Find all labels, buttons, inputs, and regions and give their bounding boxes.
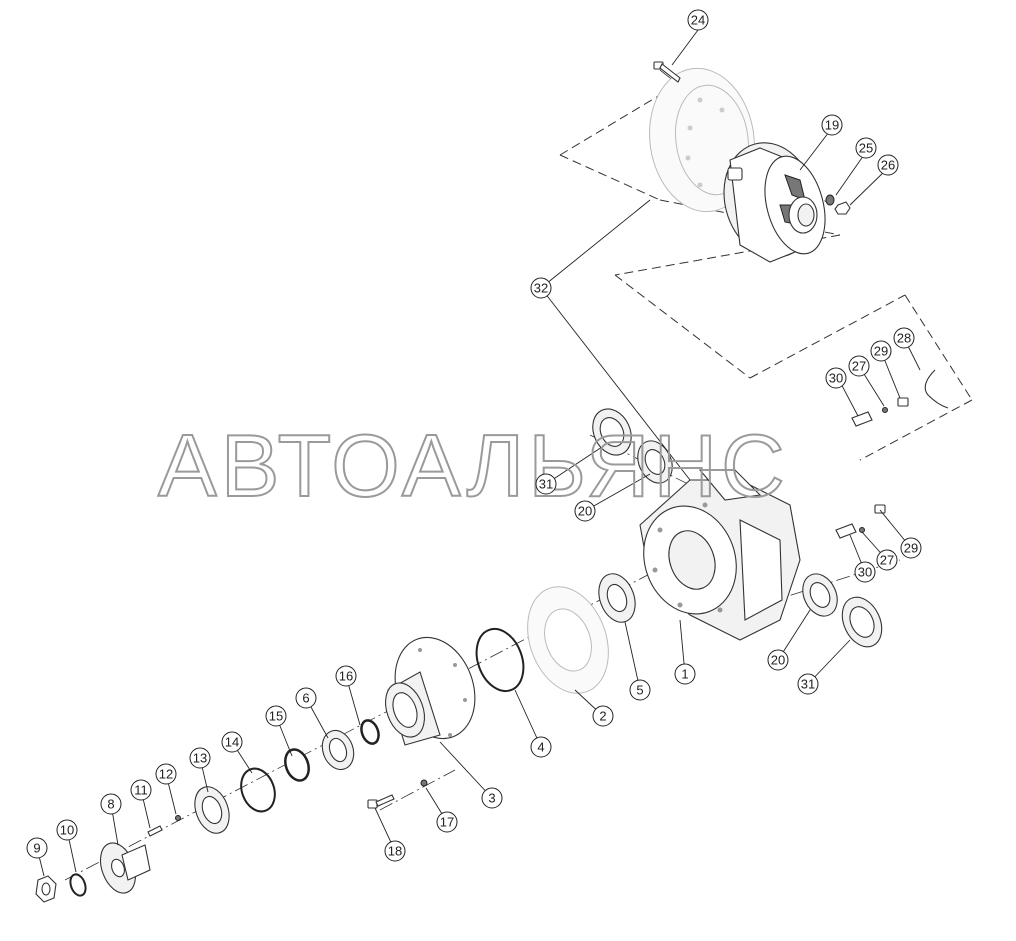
callout-9: 9 xyxy=(26,837,48,859)
callout-32-text: 32 xyxy=(534,281,548,296)
callout-27-upper-text: 27 xyxy=(852,359,866,374)
callout-29-upper-text: 29 xyxy=(874,344,888,359)
callout-5: 5 xyxy=(629,679,651,701)
washer-17 xyxy=(420,779,428,787)
bearing-20-lower xyxy=(802,573,838,617)
callout-29-lower-text: 29 xyxy=(904,541,918,556)
callout-19-text: 19 xyxy=(825,118,839,133)
callout-24-text: 24 xyxy=(691,13,705,28)
callout-17-text: 17 xyxy=(440,815,454,830)
nut-9 xyxy=(35,875,57,903)
callout-28-text: 28 xyxy=(897,331,911,346)
o-ring-10 xyxy=(69,873,87,897)
flange-8 xyxy=(99,842,151,894)
callout-13-text: 13 xyxy=(193,751,207,766)
callout-6: 6 xyxy=(295,687,317,709)
watermark-text: АВТОАЛЬЯНС xyxy=(158,416,789,515)
callout-18: 18 xyxy=(384,840,406,862)
callout-1-text: 1 xyxy=(681,667,688,682)
callout-15-text: 15 xyxy=(269,709,283,724)
callout-30-upper-text: 30 xyxy=(829,371,843,386)
callout-14: 14 xyxy=(221,731,243,753)
callout-24: 24 xyxy=(687,9,709,31)
callout-6-text: 6 xyxy=(302,691,309,706)
callout-31-upper: 31 xyxy=(535,473,557,495)
o-ring-14 xyxy=(240,767,276,813)
ring-15 xyxy=(284,748,310,782)
callout-29-lower: 29 xyxy=(900,537,922,559)
seal-16 xyxy=(360,719,380,745)
callout-15: 15 xyxy=(265,705,287,727)
callout-20-upper-text: 20 xyxy=(578,504,592,519)
callout-27-lower-text: 27 xyxy=(880,553,894,568)
final-drive-housing xyxy=(639,469,801,641)
callout-20-lower-text: 20 xyxy=(771,653,785,668)
callout-25-text: 25 xyxy=(859,141,873,156)
washer-25 xyxy=(825,194,835,206)
callout-2: 2 xyxy=(592,705,614,727)
assembly-dashed-outline xyxy=(559,94,973,461)
sensor-bracket-30-lower xyxy=(835,504,886,539)
callout-30-upper: 30 xyxy=(825,367,847,389)
callout-14-text: 14 xyxy=(225,735,239,750)
sensor-bracket-30-upper xyxy=(851,369,949,427)
callout-17: 17 xyxy=(436,811,458,833)
callout-5-text: 5 xyxy=(636,683,643,698)
callout-3: 3 xyxy=(481,787,503,809)
callout-27-lower: 27 xyxy=(876,549,898,571)
bearing-31-lower xyxy=(841,596,883,648)
callout-27-upper: 27 xyxy=(848,355,870,377)
bearing-5 xyxy=(598,573,636,623)
callout-4-text: 4 xyxy=(537,740,544,755)
callout-16: 16 xyxy=(335,665,357,687)
bolt-18 xyxy=(367,794,395,809)
callout-8: 8 xyxy=(100,793,122,815)
callout-1: 1 xyxy=(674,663,696,685)
bolt-24 xyxy=(653,61,681,83)
callout-26-text: 26 xyxy=(881,158,895,173)
washer-12 xyxy=(175,815,181,821)
callout-13: 13 xyxy=(189,747,211,769)
callout-30-lower: 30 xyxy=(854,561,876,583)
bearing-6 xyxy=(321,729,355,771)
callout-12-text: 12 xyxy=(159,767,173,782)
callout-20-lower: 20 xyxy=(767,649,789,671)
callout-9-text: 9 xyxy=(33,841,40,856)
callout-16-text: 16 xyxy=(339,669,353,684)
callout-20-upper: 20 xyxy=(574,500,596,522)
differential-case xyxy=(723,142,826,263)
callout-29-upper: 29 xyxy=(870,340,892,362)
callout-11-text: 11 xyxy=(134,783,148,798)
callout-10-text: 10 xyxy=(60,823,74,838)
callout-19: 19 xyxy=(821,114,843,136)
callout-18-text: 18 xyxy=(388,844,402,859)
nut-26 xyxy=(834,201,851,215)
callout-28: 28 xyxy=(893,327,915,349)
gasket-2 xyxy=(527,586,609,694)
bearing-housing-3 xyxy=(385,636,476,746)
bearing-31-upper xyxy=(592,408,632,456)
bearing-20-upper xyxy=(637,440,673,484)
callout-25: 25 xyxy=(855,137,877,159)
callout-32: 32 xyxy=(530,277,552,299)
callout-3-text: 3 xyxy=(488,791,495,806)
callout-31-upper-text: 31 xyxy=(539,477,553,492)
callout-31-lower-text: 31 xyxy=(801,677,815,692)
callout-11: 11 xyxy=(130,779,152,801)
callout-12: 12 xyxy=(155,763,177,785)
callout-4: 4 xyxy=(530,736,552,758)
bolt-11 xyxy=(147,825,163,837)
callout-26: 26 xyxy=(877,154,899,176)
callout-8-text: 8 xyxy=(107,797,114,812)
callout-10: 10 xyxy=(56,819,78,841)
callout-2-text: 2 xyxy=(599,709,606,724)
cover-13 xyxy=(194,786,230,834)
callout-30-lower-text: 30 xyxy=(858,565,872,580)
o-ring-4 xyxy=(475,628,525,692)
callout-31-lower: 31 xyxy=(797,673,819,695)
